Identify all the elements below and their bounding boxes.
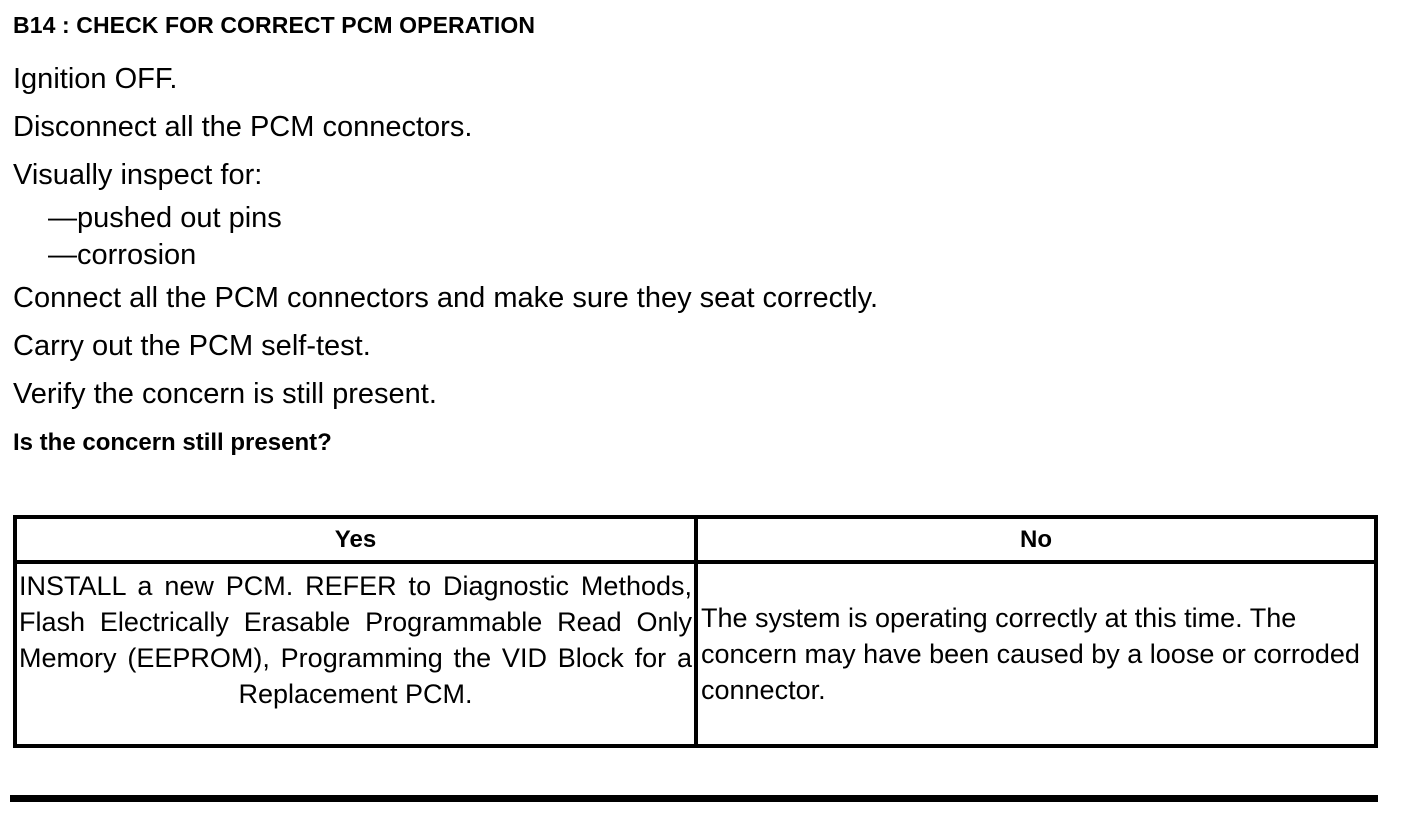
- instruction-line: Visually inspect for:: [13, 159, 263, 191]
- table-cell-no-action: The system is operating correctly at thi…: [698, 564, 1374, 744]
- table-header-no: No: [1020, 526, 1052, 553]
- instruction-line: Connect all the PCM connectors and make …: [13, 282, 879, 314]
- section-bottom-rule: [10, 795, 1378, 802]
- instruction-list: Ignition OFF. Disconnect all the PCM con…: [13, 55, 1133, 466]
- table-column-divider: [694, 519, 698, 744]
- step-heading: B14 : CHECK FOR CORRECT PCM OPERATION: [13, 12, 536, 38]
- table-header-yes: Yes: [334, 526, 377, 553]
- instruction-bullet: —corrosion: [48, 239, 197, 271]
- instruction-line: Ignition OFF.: [13, 63, 178, 95]
- table-cell-yes-action: INSTALL a new PCM. REFER to Diagnostic M…: [19, 571, 692, 709]
- yes-no-decision-table: Yes No INSTALL a new PCM. REFER to Diagn…: [13, 515, 1378, 748]
- table-cell-no-text: The system is operating correctly at thi…: [701, 603, 1360, 705]
- instruction-line: Carry out the PCM self-test.: [13, 330, 371, 362]
- decision-question: Is the concern still present?: [13, 429, 332, 456]
- instruction-line: Disconnect all the PCM connectors.: [13, 111, 473, 143]
- instruction-line: Verify the concern is still present.: [13, 378, 437, 410]
- table-header-divider: [17, 560, 1374, 564]
- instruction-bullet: —pushed out pins: [48, 202, 282, 234]
